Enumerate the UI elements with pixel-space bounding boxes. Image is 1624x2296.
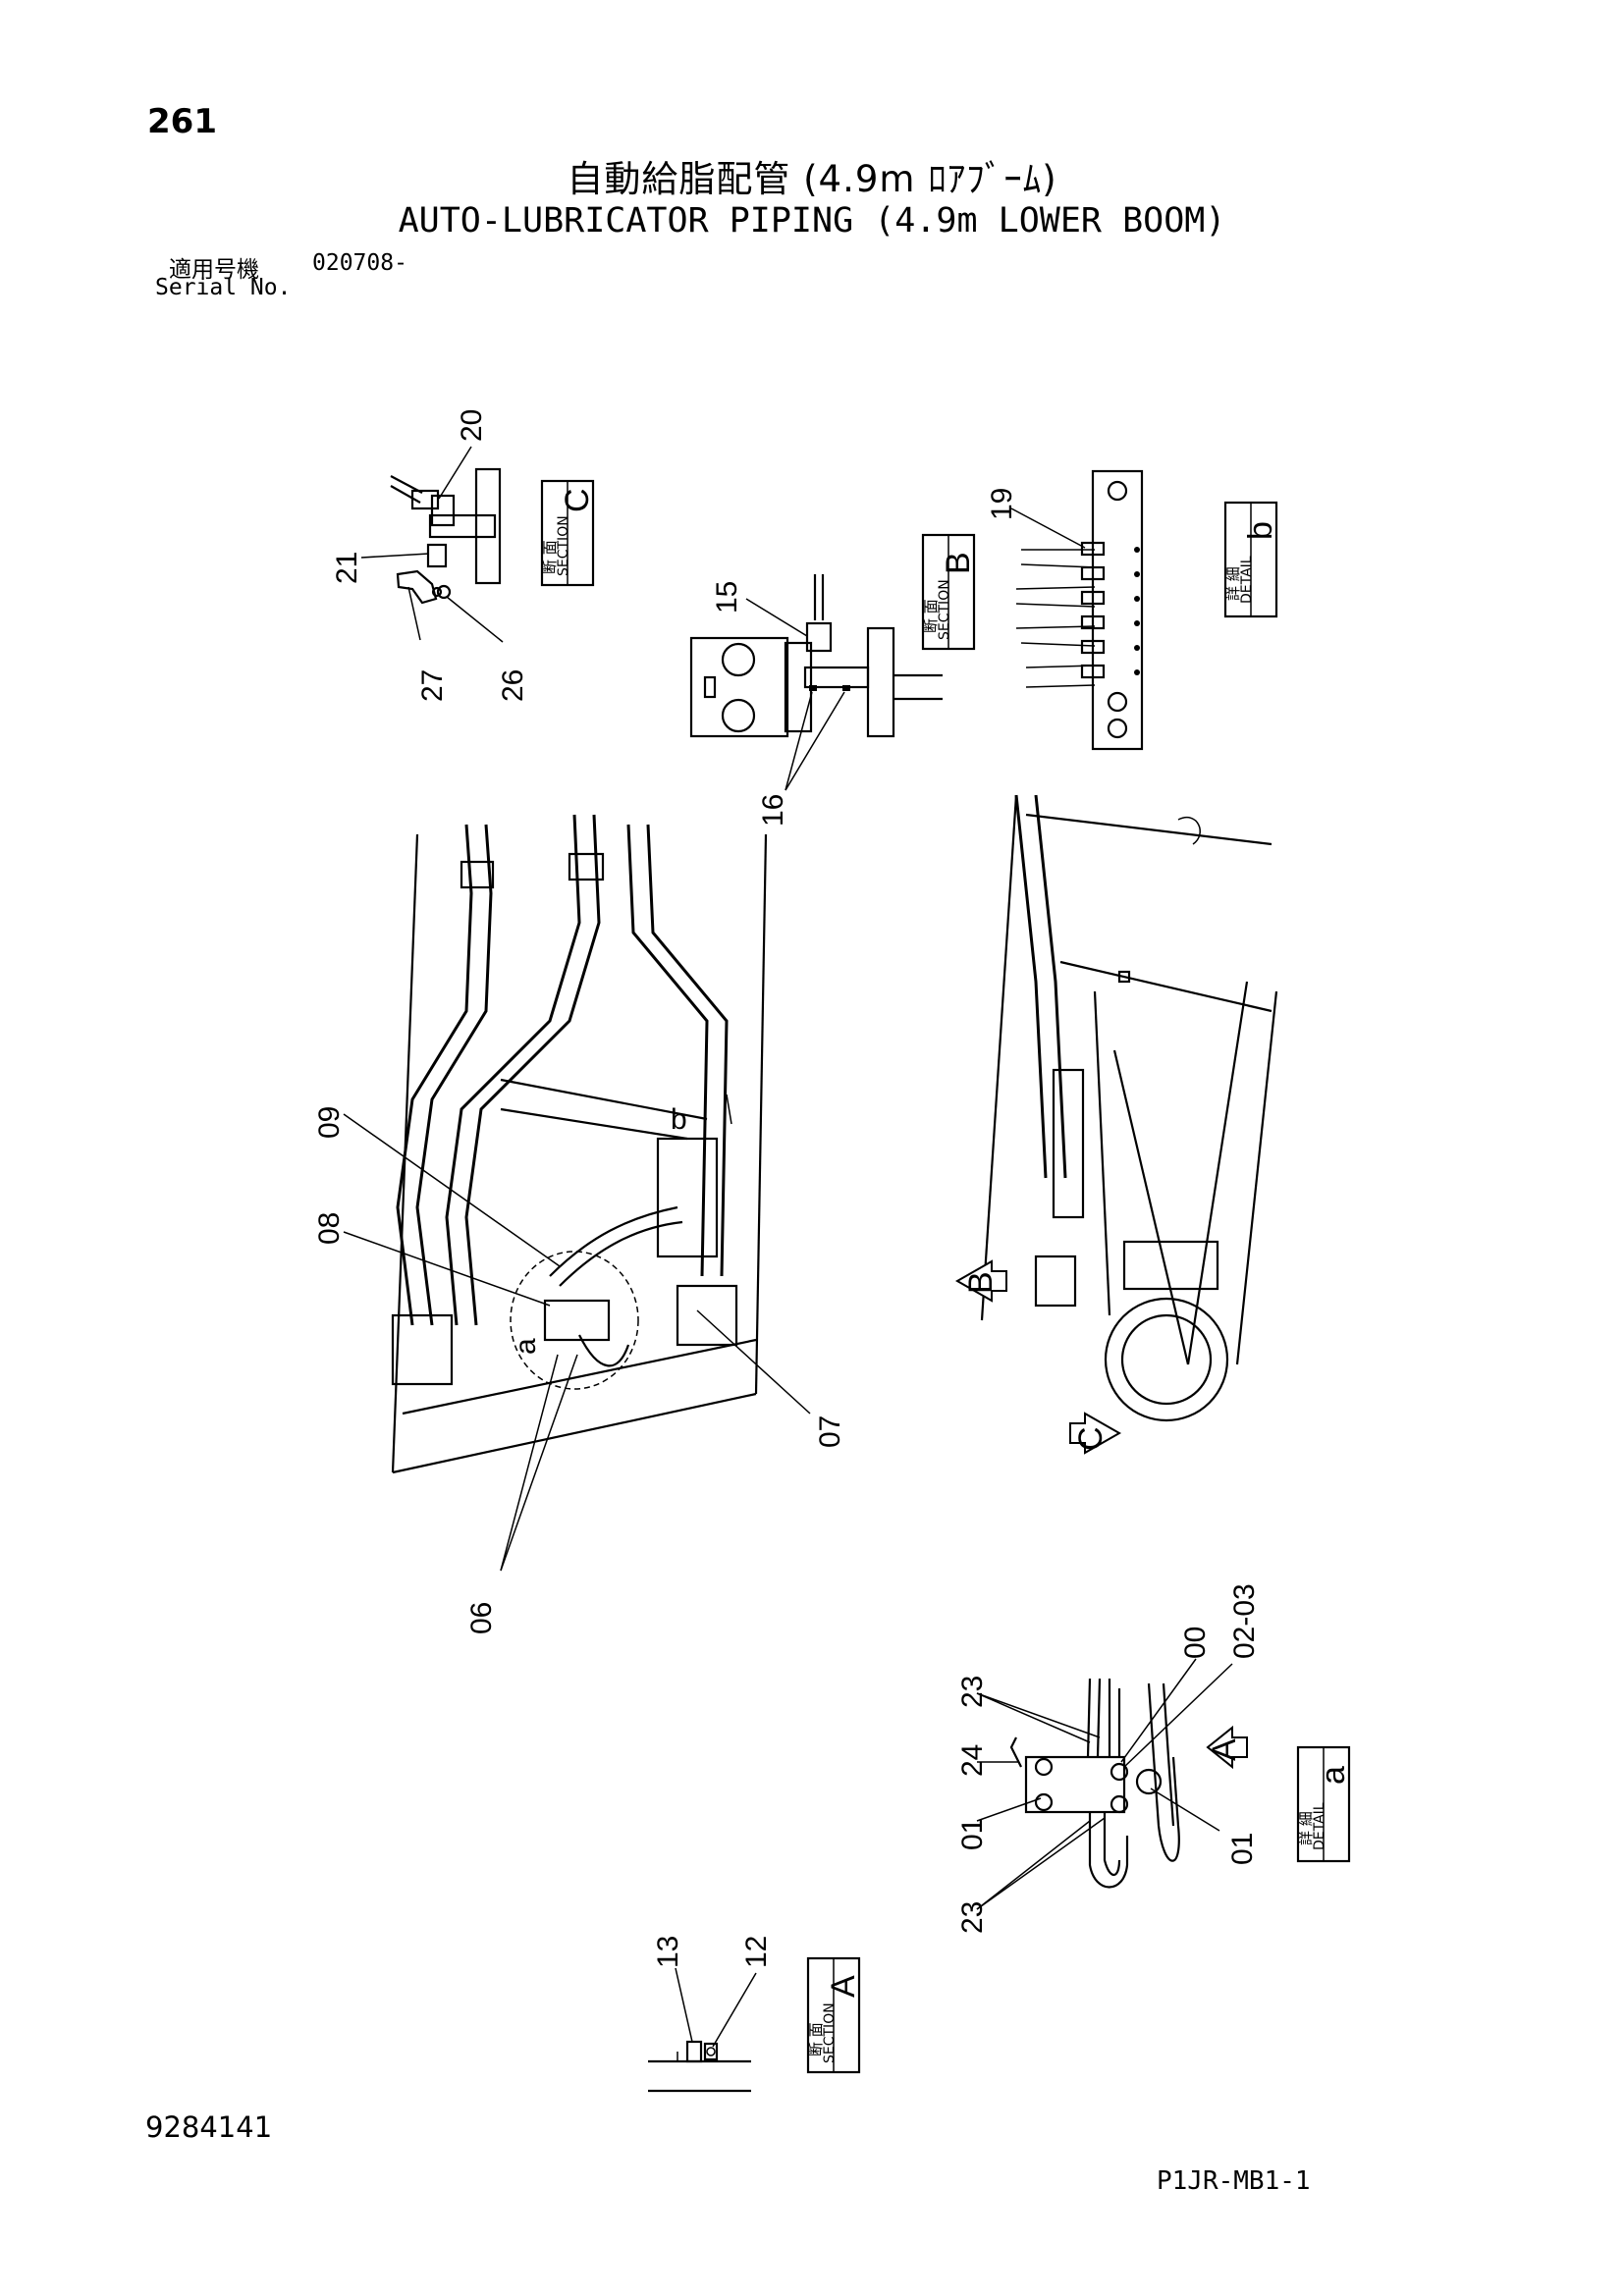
view-arrow-c: C xyxy=(1069,1412,1122,1455)
tag-detail-a-letter: a xyxy=(1315,1766,1352,1785)
section-a-tag: 断 面 SECTION A xyxy=(806,1956,862,2074)
callout-26: 26 xyxy=(497,669,529,702)
callout-13: 13 xyxy=(652,1936,684,1968)
detail-b-tag: 詳 細 DETAIL b xyxy=(1223,501,1279,618)
tag-b-letter: B xyxy=(940,552,977,574)
tag-c-letter: C xyxy=(559,488,596,512)
tag-a-en: SECTION xyxy=(822,2002,838,2063)
section-b-callouts: 15 16 xyxy=(711,581,845,827)
section-a-view xyxy=(648,2040,751,2093)
callout-12: 12 xyxy=(740,1936,773,1968)
tag-detail-b-letter: b xyxy=(1242,521,1279,540)
section-c-view xyxy=(390,467,502,605)
callout-19: 19 xyxy=(986,488,1018,520)
tag-b-jp: 断 面 xyxy=(922,599,940,633)
callout-00: 00 xyxy=(1179,1627,1212,1659)
callout-01-right: 01 xyxy=(1226,1833,1259,1865)
callout-15: 15 xyxy=(711,581,743,614)
detail-b-view xyxy=(1015,469,1144,751)
tag-detail-a-jp: 詳 細 xyxy=(1297,1811,1315,1845)
tag-detail-a-en: DETAIL xyxy=(1312,1802,1327,1850)
main-boom-markers: b a xyxy=(510,1103,687,1355)
title-japanese: 自動給脂配管 (4.9m ﾛｱﾌﾞｰﾑ) xyxy=(567,158,1057,200)
section-a-callouts: 13 12 xyxy=(652,1936,773,2048)
view-arrow-a: A xyxy=(1206,1725,1248,1770)
callout-20: 20 xyxy=(456,409,488,442)
detail-a-view xyxy=(1009,1678,1180,1889)
tag-c-jp: 断 面 xyxy=(541,540,559,574)
callout-07: 07 xyxy=(814,1415,846,1448)
detail-a-callouts: 00 02-03 23 24 01 01 23 xyxy=(956,1583,1261,1934)
tag-detail-b-jp: 詳 細 xyxy=(1224,566,1242,601)
arrow-b-letter: B xyxy=(962,1271,1000,1294)
callout-08: 08 xyxy=(313,1212,346,1245)
callout-16: 16 xyxy=(757,794,789,827)
main-boom-callouts: 09 08 07 06 xyxy=(313,1106,846,1634)
page-code: P1JR-MB1-1 xyxy=(1157,2166,1311,2196)
section-b-view xyxy=(689,574,943,738)
callout-23-top: 23 xyxy=(956,1676,989,1708)
serial-label-japanese: 適用号機 xyxy=(169,257,259,283)
callout-21: 21 xyxy=(331,552,363,584)
main-boom-view xyxy=(391,814,768,1474)
tag-b-en: SECTION xyxy=(937,579,952,640)
tag-a-jp: 断 面 xyxy=(807,2022,825,2056)
serial-value: 020708- xyxy=(312,250,407,276)
detail-a-tag: 詳 細 DETAIL a xyxy=(1296,1745,1352,1863)
marker-b: b xyxy=(671,1103,687,1136)
tag-a-letter: A xyxy=(825,1975,862,1998)
section-c-callouts: 20 21 27 26 xyxy=(331,409,529,702)
callout-02-03: 02-03 xyxy=(1228,1583,1261,1659)
section-b-tag: 断 面 SECTION B xyxy=(921,533,977,651)
side-boom-view xyxy=(980,794,1278,1422)
view-arrow-b: B xyxy=(954,1259,1007,1303)
serial-label-english: Serial No. xyxy=(155,275,292,300)
tag-detail-b-en: DETAIL xyxy=(1239,556,1255,604)
tag-c-en: SECTION xyxy=(556,515,571,576)
callout-09: 09 xyxy=(313,1106,346,1139)
callout-06: 06 xyxy=(465,1602,498,1634)
page-number: 261 xyxy=(147,102,217,141)
arrow-c-letter: C xyxy=(1072,1426,1110,1451)
callout-24: 24 xyxy=(956,1744,989,1777)
callout-27: 27 xyxy=(416,669,449,702)
callout-01-left: 01 xyxy=(956,1818,989,1850)
document-number: 9284141 xyxy=(145,2110,273,2144)
detail-b-callouts: 19 xyxy=(986,488,1086,549)
callout-23-bottom: 23 xyxy=(956,1901,989,1934)
marker-a: a xyxy=(510,1338,542,1355)
section-c-tag: 断 面 SECTION C xyxy=(540,479,596,587)
title-english: AUTO-LUBRICATOR PIPING (4.9m LOWER BOOM) xyxy=(398,201,1226,240)
arrow-a-letter: A xyxy=(1206,1738,1243,1761)
